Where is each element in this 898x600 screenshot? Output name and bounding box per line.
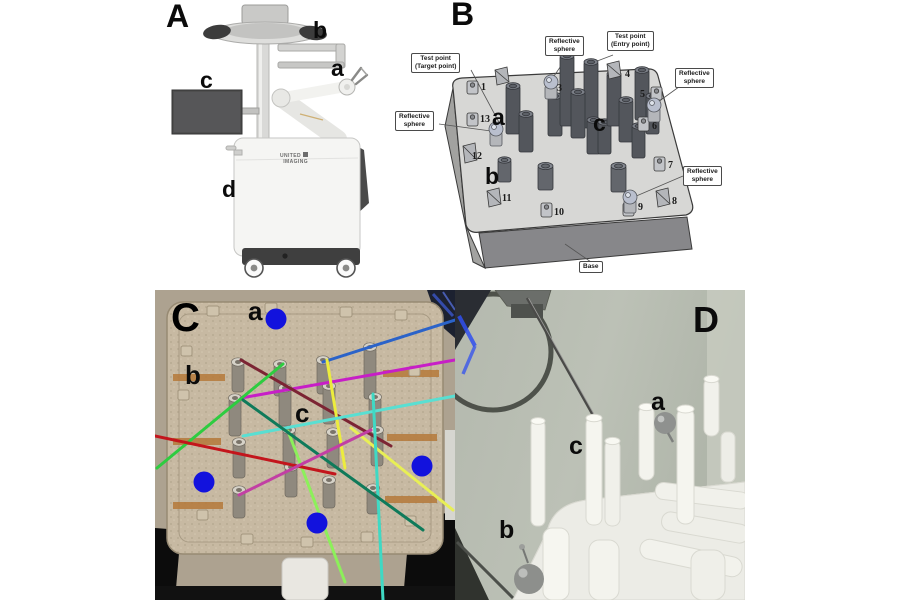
panel-a-sublabel-b: b xyxy=(313,17,328,43)
callout-text: sphere xyxy=(403,121,426,129)
robot-illustration xyxy=(171,4,369,278)
trajectory-line xyxy=(155,434,337,476)
panel-b-sublabel-b: b xyxy=(485,163,500,189)
edge-fiducial-bumps xyxy=(177,302,421,548)
test-point-number-4: 4 xyxy=(625,69,630,80)
test-point-number-12: 12 xyxy=(472,151,482,162)
callout-text: Test point xyxy=(420,55,451,62)
bracket-arm xyxy=(277,43,346,69)
callout-text: (Entry point) xyxy=(611,41,650,49)
panel-b-sublabel-a: a xyxy=(492,104,505,130)
cart-body xyxy=(225,137,369,257)
panel-d-sublabel-c: c xyxy=(569,432,583,460)
panel-d-sublabel-a: a xyxy=(651,388,665,416)
fiducial-blocks xyxy=(462,60,671,218)
panel-a-label: A xyxy=(166,0,190,34)
trajectory-layer xyxy=(155,318,455,600)
trajectory-line xyxy=(241,394,455,438)
callout-text: sphere xyxy=(691,176,714,184)
panel-a: UNITED IMAGING A b a c d xyxy=(150,0,420,292)
callout-text: Reflective xyxy=(549,38,580,45)
trajectory-line xyxy=(325,358,347,470)
test-point-number-8: 8 xyxy=(672,196,677,207)
fiducial-marker xyxy=(265,308,287,330)
panel-a-sublabel-c: c xyxy=(200,67,213,93)
trajectory-line xyxy=(286,429,347,584)
needle-probe xyxy=(525,297,596,418)
callout-text: (Target point) xyxy=(415,63,457,71)
fiducial-marker xyxy=(411,455,433,477)
marker-layer xyxy=(193,308,433,534)
test-point-number-13: 13 xyxy=(480,114,490,125)
callout-text: sphere xyxy=(683,78,706,86)
test-point-number-11: 11 xyxy=(502,193,512,204)
phantom-photo xyxy=(155,290,455,600)
panel-d-label: D xyxy=(693,299,719,340)
callout-reflective-sphere-right-top: Reflective sphere xyxy=(675,68,714,89)
callout-text: Reflective xyxy=(679,70,710,77)
fiducial-marker xyxy=(193,471,215,493)
trajectory-line xyxy=(155,362,285,470)
callout-test-point-entry: Test point (Entry point) xyxy=(607,31,654,52)
callout-text: Reflective xyxy=(399,113,430,120)
test-point-number-5: 5 xyxy=(640,89,645,100)
fiducial-marker xyxy=(306,512,328,534)
panel-c-sublabel-b: b xyxy=(185,360,201,390)
brand-line1: UNITED xyxy=(280,153,302,159)
trajectory-line xyxy=(241,398,425,532)
callout-reflective-sphere-top: Reflective sphere xyxy=(545,36,584,57)
callout-text: Test point xyxy=(615,33,646,40)
cart-base-wheels xyxy=(242,248,360,278)
callout-reflective-sphere-right-bottom: Reflective sphere xyxy=(683,166,722,187)
panel-b-label: B xyxy=(451,0,475,32)
trajectory-line xyxy=(239,358,455,400)
panel-d: D a b c xyxy=(455,290,745,600)
callout-base: Base xyxy=(579,261,603,274)
phantom-cylinders-photo xyxy=(512,374,745,600)
head-assembly xyxy=(203,4,327,45)
brand-logo-icon xyxy=(303,152,309,157)
test-point-number-1: 1 xyxy=(481,82,486,93)
test-point-number-7: 7 xyxy=(668,160,673,171)
reflective-spheres xyxy=(488,74,662,214)
callout-test-point-target: Test point (Target point) xyxy=(411,53,461,74)
callout-text: Base xyxy=(583,263,599,270)
display-monitor xyxy=(171,89,260,135)
panel-d-sublabel-b: b xyxy=(499,516,515,544)
trajectory-line xyxy=(349,426,455,512)
robot-arm xyxy=(271,66,369,148)
phantom-diagram xyxy=(438,52,694,270)
panel-c-label: C xyxy=(171,296,200,340)
callout-reflective-sphere-left: Reflective sphere xyxy=(395,111,434,132)
panel-c: C a b c xyxy=(155,290,455,600)
trajectory-line xyxy=(321,318,455,364)
panel-a-sublabel-a: a xyxy=(331,55,344,81)
brand-line2: IMAGING xyxy=(283,158,309,165)
test-point-number-10: 10 xyxy=(554,207,564,218)
test-point-number-3: 3 xyxy=(557,83,562,94)
panel-a-sublabel-d: d xyxy=(222,176,237,202)
end-effector xyxy=(338,66,369,96)
panel-c-sublabel-a: a xyxy=(248,296,263,326)
trajectory-line xyxy=(237,428,373,497)
tracking-ring xyxy=(455,290,554,413)
panel-b-sublabel-c: c xyxy=(593,110,606,136)
panel-b: Test point (Target point) Reflective sph… xyxy=(395,0,795,292)
reflective-sphere-b-photo xyxy=(514,544,544,594)
panel-c-sublabel-c: c xyxy=(295,398,310,428)
callout-text: sphere xyxy=(553,46,576,54)
reflective-sphere-a-photo xyxy=(654,412,676,443)
brand-text: UNITED IMAGING xyxy=(280,152,309,165)
needle-photo xyxy=(455,290,745,600)
test-point-number-6: 6 xyxy=(652,121,657,132)
test-point-number-9: 9 xyxy=(638,202,643,213)
callout-text: Reflective xyxy=(687,168,718,175)
